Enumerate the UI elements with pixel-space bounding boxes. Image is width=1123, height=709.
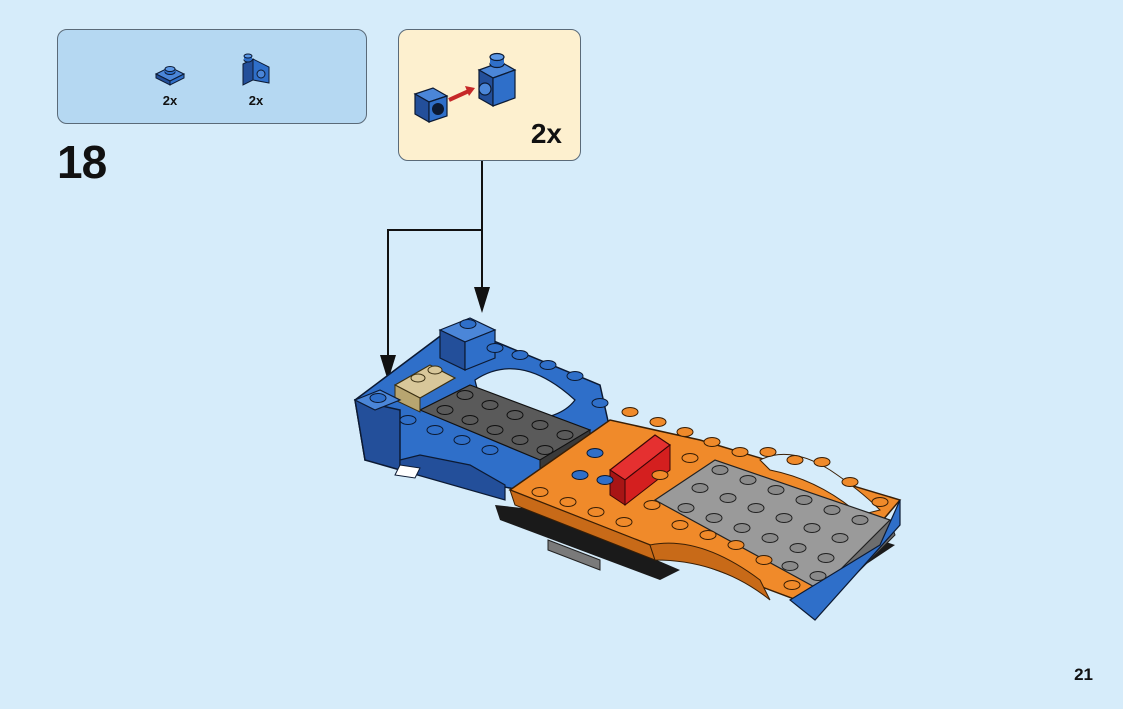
studs-dark-gray: [436, 390, 574, 455]
subassembly-qty: 2x: [530, 118, 562, 149]
parts-list-item: 2x: [150, 62, 190, 108]
studs-blue: [369, 319, 614, 485]
parts-list-box: 2x 2x: [57, 29, 367, 124]
bracket-assembly-icon: [413, 52, 517, 124]
studs-tan: [410, 365, 443, 383]
subassembly-box: 2x: [398, 29, 581, 161]
studs-light-gray: [677, 465, 869, 581]
blue-plate-1x1-icon: [154, 66, 186, 86]
blue-bracket-1x1-icon: [242, 53, 270, 86]
studs-orange: [531, 407, 889, 590]
part-qty: 2x: [162, 93, 178, 108]
part-qty: 2x: [248, 93, 264, 108]
parts-list-item: 2x: [236, 52, 276, 108]
step-number: 18: [57, 136, 107, 188]
page-number: 21: [1074, 665, 1093, 684]
